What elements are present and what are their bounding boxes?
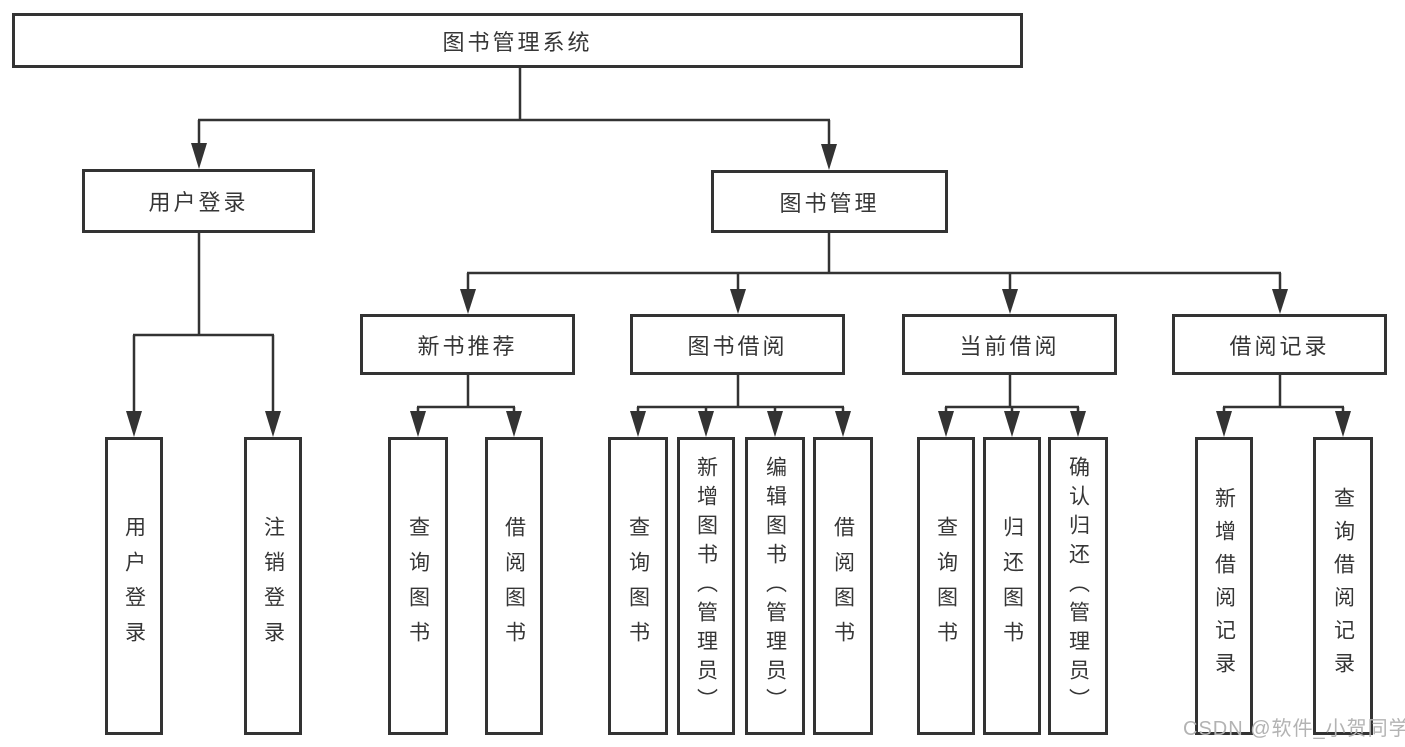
node-label: 图书管理系统 — [442, 29, 593, 55]
node-label: 查询图书 — [934, 516, 958, 656]
node-label: 用户登录 — [122, 516, 146, 656]
edge-records-to-leaves — [1216, 375, 1351, 437]
node-book-borrowing: 图书借阅 — [630, 314, 845, 375]
node-query-books-current: 查询图书 — [917, 437, 975, 735]
node-add-borrow-record: 新增借阅记录 — [1195, 437, 1253, 735]
node-label: 借阅图书 — [831, 516, 855, 656]
node-label: 图书管理 — [779, 190, 880, 216]
node-return-books: 归还图书 — [983, 437, 1041, 735]
node-edit-books-admin: 编辑图书（管理员） — [745, 437, 805, 735]
node-label: 查询借阅记录 — [1331, 487, 1355, 685]
node-confirm-return-admin: 确认归还（管理员） — [1048, 437, 1108, 735]
node-logout: 注销登录 — [244, 437, 302, 735]
node-label: 注销登录 — [261, 516, 285, 656]
node-label: 查询图书 — [626, 516, 650, 656]
node-label: 归还图书 — [1000, 516, 1024, 656]
node-label: 新书推荐 — [417, 333, 518, 359]
edge-root-to-branches — [191, 68, 837, 170]
node-borrow-books-recommend: 借阅图书 — [485, 437, 543, 735]
node-label: 用户登录 — [148, 190, 249, 215]
node-label: 借阅记录 — [1229, 333, 1330, 359]
edge-current-to-leaves — [938, 375, 1086, 437]
edge-recommend-to-leaves — [410, 375, 522, 437]
node-borrow-books-borrowing: 借阅图书 — [813, 437, 873, 735]
node-new-book-recommend: 新书推荐 — [360, 314, 575, 375]
node-root-system: 图书管理系统 — [12, 13, 1023, 68]
csdn-watermark: CSDN @软件_小贺同学 — [1183, 718, 1405, 740]
node-borrowing-records: 借阅记录 — [1172, 314, 1387, 375]
node-label: 确认归还（管理员） — [1066, 455, 1090, 717]
node-label: 新增借阅记录 — [1212, 487, 1236, 685]
edge-book-manage-to-modules — [460, 233, 1288, 314]
node-user-login-leaf: 用户登录 — [105, 437, 163, 735]
edge-user-login-to-leaves — [126, 233, 281, 437]
node-label: 编辑图书（管理员） — [763, 455, 787, 717]
node-add-books-admin: 新增图书（管理员） — [677, 437, 735, 735]
node-book-manage-branch: 图书管理 — [711, 170, 948, 233]
node-user-login-branch: 用户登录 — [82, 169, 315, 233]
edge-borrowing-to-leaves — [630, 375, 851, 437]
node-label: 借阅图书 — [502, 516, 526, 656]
node-query-borrow-record: 查询借阅记录 — [1313, 437, 1373, 735]
node-label: 当前借阅 — [959, 333, 1060, 359]
node-label: 查询图书 — [406, 516, 430, 656]
node-current-borrowing: 当前借阅 — [902, 314, 1117, 375]
node-query-books-recommend: 查询图书 — [388, 437, 448, 735]
node-label: 图书借阅 — [687, 333, 788, 359]
node-label: 新增图书（管理员） — [694, 455, 718, 717]
node-query-books-borrowing: 查询图书 — [608, 437, 668, 735]
